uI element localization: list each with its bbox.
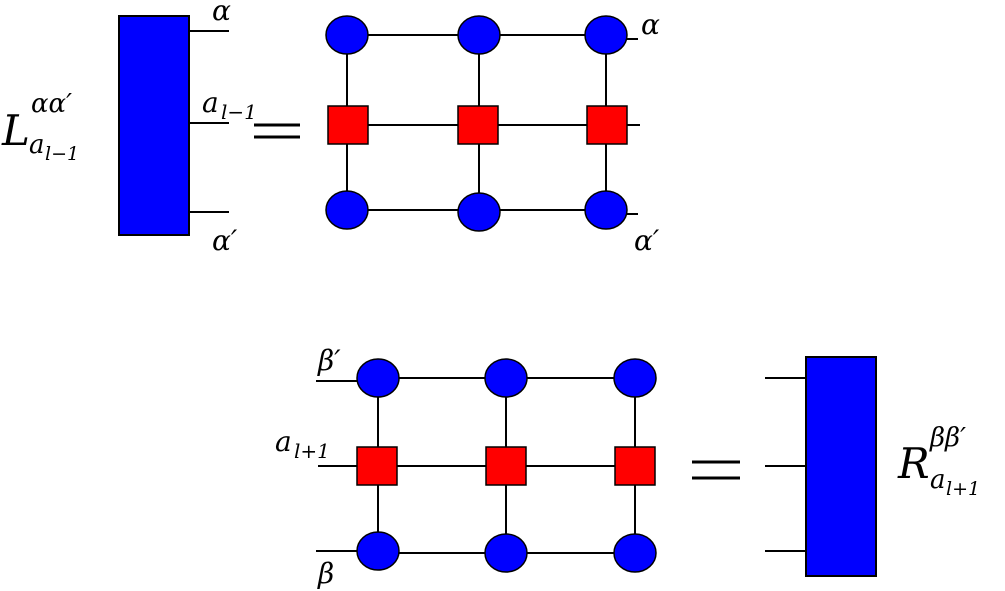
- bottom-network-middle-left-label-index: l+1: [294, 439, 330, 463]
- right-tensor-subscript-index: l+1: [946, 478, 980, 500]
- bottom-network-mpo-node: [356, 446, 398, 486]
- left-leg-top-label: α: [212, 0, 231, 27]
- top-network-bottom-right-label: α′: [634, 224, 660, 257]
- bottom-equals-sign: [692, 460, 740, 480]
- left-leg-middle-label-index: l−1: [221, 100, 257, 124]
- bottom-network-mpo-node: [485, 446, 527, 486]
- top-network-mps-conj-node: [584, 190, 628, 230]
- bottom-network-top-left-label: β′: [317, 344, 341, 377]
- bottom-network-mps-conj-node: [356, 358, 400, 398]
- left-tensor-symbol: L: [1, 106, 30, 155]
- bottom-network-middle-left-label: a: [275, 425, 292, 458]
- left-tensor-superscript: αα′: [31, 89, 72, 119]
- left-tensor-subscript-index: l−1: [45, 143, 79, 165]
- right-tensor-superscript: ββ′: [929, 423, 966, 453]
- top-network-mps-node: [325, 15, 369, 55]
- left-tensor-subscript: a: [29, 130, 45, 160]
- top-network-mps-node: [584, 15, 628, 55]
- left-tensor-block: [118, 15, 190, 236]
- top-network-mpo-node: [457, 105, 499, 145]
- top-network-mpo-node: [327, 105, 369, 145]
- left-leg-middle-label: a: [202, 86, 219, 119]
- top-network-mps-node: [457, 15, 501, 55]
- bottom-network-mps-conj-node: [484, 358, 528, 398]
- right-tensor-subscript: a: [930, 465, 946, 495]
- top-equals-sign: [254, 123, 300, 139]
- right-environment-equation: β′ a l+1 β R ββ′ a l+1: [275, 344, 980, 590]
- left-tensor-label: L αα′ a l−1: [1, 89, 79, 165]
- top-network-mpo-node: [586, 105, 628, 145]
- bottom-network-mps-node: [484, 533, 528, 573]
- right-tensor-symbol: R: [897, 439, 930, 488]
- top-network-mps-conj-node: [325, 190, 369, 230]
- right-tensor-label: R ββ′ a l+1: [897, 423, 980, 500]
- bottom-network-mps-node: [356, 531, 400, 571]
- right-tensor-block: [805, 356, 877, 577]
- bottom-network-mps-node: [613, 533, 657, 573]
- bottom-network-mps-conj-node: [613, 358, 657, 398]
- top-network-top-right-label: α: [641, 8, 660, 41]
- top-network-mps-conj-node: [457, 192, 501, 232]
- left-environment-equation: L αα′ a l−1 α a l−1 α′: [1, 0, 660, 257]
- left-leg-bottom-label: α′: [212, 224, 238, 257]
- bottom-network-mpo-node: [614, 446, 656, 486]
- bottom-network-bottom-left-label: β: [317, 557, 334, 590]
